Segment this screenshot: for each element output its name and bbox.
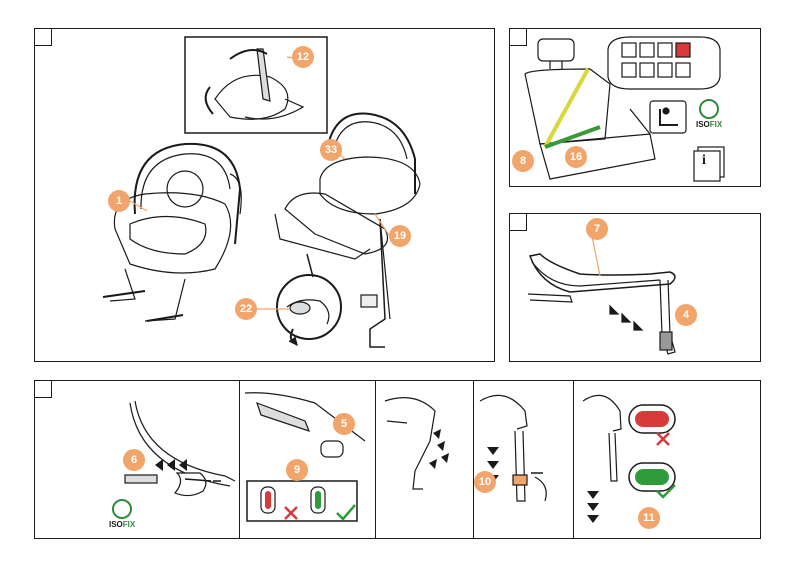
label-badge: 22 <box>235 298 257 320</box>
label-badge: 11 <box>638 507 660 529</box>
panel-vehicle-seat: ISOFIX i 8 16 <box>509 28 761 187</box>
label-badge: 4 <box>675 304 697 326</box>
label-badge: 33 <box>320 139 342 161</box>
isofix-icon: ISOFIX <box>109 499 135 529</box>
label-badge: 16 <box>565 146 587 168</box>
carrier-illustration <box>35 29 494 361</box>
panel-installation-steps: 6 ISOFIX 5 9 10 11 <box>34 380 761 539</box>
label-badge: 10 <box>474 471 496 493</box>
isofix-icon: ISOFIX <box>696 99 722 129</box>
label-badge: 5 <box>333 413 355 435</box>
manual-icon: i <box>702 153 706 169</box>
panel-base: 7 4 <box>509 213 761 362</box>
label-badge: 6 <box>123 449 145 471</box>
vehicle-seat-illustration <box>510 29 760 186</box>
label-badge: 9 <box>286 459 308 481</box>
label-badge: 8 <box>512 150 534 172</box>
label-badge: 19 <box>389 225 411 247</box>
panel-carrier-overview: 1 12 33 19 22 <box>34 28 495 362</box>
base-illustration <box>510 214 760 361</box>
label-badge: 12 <box>292 46 314 68</box>
label-badge: 7 <box>586 218 608 240</box>
label-badge: 1 <box>108 190 130 212</box>
